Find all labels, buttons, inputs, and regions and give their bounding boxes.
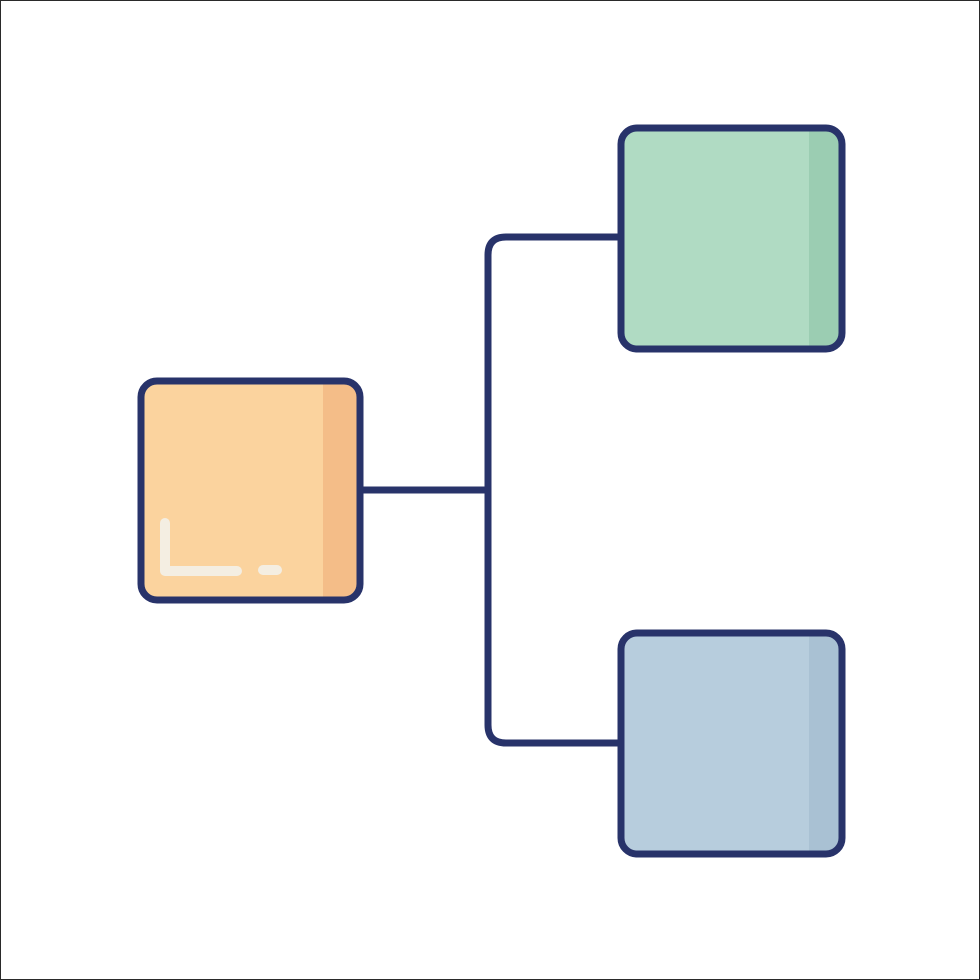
node-root-border bbox=[137, 377, 364, 604]
node-child-top-border bbox=[617, 124, 846, 353]
node-child-bottom-border bbox=[617, 629, 846, 858]
node-root bbox=[137, 377, 364, 604]
connectors bbox=[356, 233, 625, 747]
node-child-top-fill bbox=[621, 128, 842, 349]
node-child-bottom-shade bbox=[809, 633, 842, 854]
node-root-fill bbox=[141, 381, 360, 600]
node-root-shade bbox=[323, 381, 360, 600]
connector-to-child-bottom bbox=[484, 486, 625, 747]
node-child-top bbox=[617, 124, 846, 353]
connector-to-child-top bbox=[484, 233, 625, 494]
node-child-top-shade bbox=[809, 128, 842, 349]
node-root-highlight-mark bbox=[160, 518, 242, 576]
node-child-bottom bbox=[617, 629, 846, 858]
node-child-bottom-fill bbox=[621, 633, 842, 854]
